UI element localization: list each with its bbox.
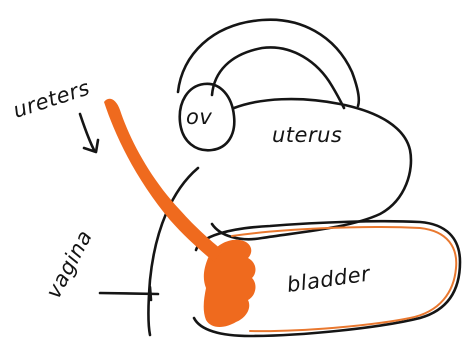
ureters-arrow-shaft: [80, 114, 94, 150]
bladder-label: bladder: [285, 261, 372, 297]
ovary-label: ov: [186, 105, 212, 129]
fallopian-tube-outer-outline: [178, 20, 359, 106]
uterus-label: uterus: [272, 123, 342, 147]
vagina-tick: [150, 287, 151, 300]
uterus-outline: [212, 99, 411, 239]
vagina-label: vagina: [41, 226, 97, 302]
